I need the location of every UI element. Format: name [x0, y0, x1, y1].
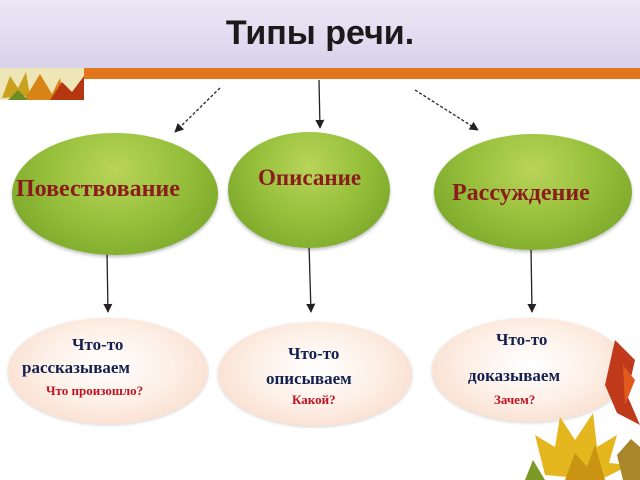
desc-oval-reasoning — [432, 318, 628, 422]
type-label-description: Описание — [258, 165, 362, 190]
autumn-leaves-decoration-top — [0, 68, 84, 100]
desc-line1-description: Что-то — [288, 344, 340, 363]
type-oval-narration — [12, 133, 218, 255]
title-bar: Типы речи. — [0, 0, 640, 69]
arrow-to-narration — [174, 87, 221, 133]
type-oval-description — [228, 132, 390, 248]
accent-bar — [84, 68, 640, 79]
desc-line2-narration: рассказываем — [22, 358, 130, 377]
type-label-reasoning: Рассуждение — [452, 180, 590, 206]
desc-line2-description: описываем — [266, 369, 352, 388]
arrow-reasoning-down — [527, 247, 537, 313]
type-label-narration: Повествование — [16, 176, 180, 202]
arrow-description-down — [306, 244, 316, 313]
desc-oval-description — [218, 322, 412, 426]
desc-line1-narration: Что-то — [72, 335, 124, 354]
arrow-to-reasoning — [414, 89, 479, 131]
question-reasoning: Зачем? — [494, 392, 536, 407]
desc-oval-narration — [8, 318, 208, 424]
desc-line2-reasoning: доказываем — [468, 366, 561, 385]
arrow-narration-down — [103, 251, 113, 313]
desc-line1-reasoning: Что-то — [496, 330, 548, 349]
type-oval-reasoning — [434, 134, 632, 250]
arrow-to-description — [315, 79, 325, 129]
autumn-leaves-decoration-bottom — [525, 340, 640, 480]
question-description: Какой? — [292, 392, 336, 407]
slide-title: Типы речи. — [225, 14, 415, 52]
question-narration: Что произошло? — [46, 383, 144, 398]
